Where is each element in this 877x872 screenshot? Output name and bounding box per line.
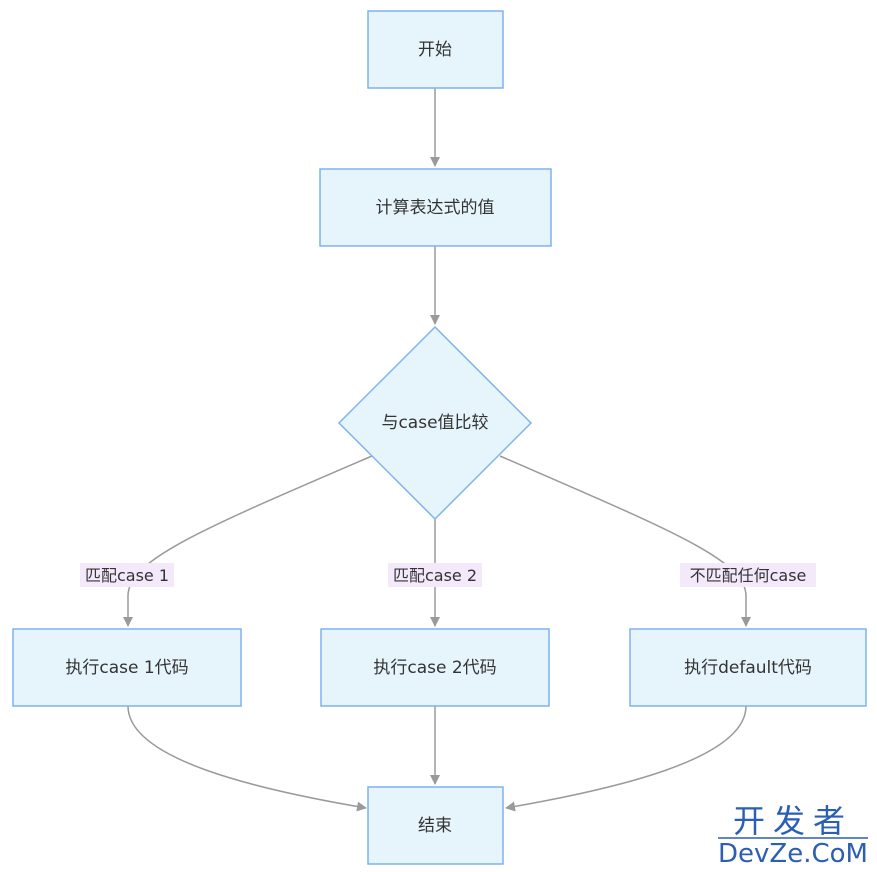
node-case2: 执行case 2代码 <box>320 628 550 707</box>
edge-compare-to-case1 <box>123 455 373 627</box>
node-end-label: 结束 <box>418 816 452 836</box>
edge-label-match-case1: 匹配case 1 <box>80 563 174 587</box>
node-evaluate-label: 计算表达式的值 <box>376 198 495 218</box>
node-compare-decision: 与case值比较 <box>337 325 533 521</box>
node-case1: 执行case 1代码 <box>12 628 242 707</box>
watermark-cn-text: 开发者 <box>733 802 853 840</box>
node-case1-label: 执行case 1代码 <box>65 658 188 678</box>
edge-label-match-case2-text: 匹配case 2 <box>393 566 477 585</box>
node-default-label: 执行default代码 <box>684 658 812 678</box>
node-default: 执行default代码 <box>629 628 867 707</box>
edge-label-match-case2: 匹配case 2 <box>388 563 482 587</box>
watermark-logo: 开发者 DevZe.CoM <box>718 802 868 869</box>
edge-label-no-match-text: 不匹配任何case <box>690 566 807 585</box>
node-case2-label: 执行case 2代码 <box>373 658 496 678</box>
watermark-en-text: DevZe.CoM <box>718 839 868 869</box>
edge-default-to-end <box>505 705 747 812</box>
node-compare-label: 与case值比较 <box>381 413 488 433</box>
node-end: 结束 <box>367 786 504 865</box>
node-start: 开始 <box>367 10 504 89</box>
edge-compare-to-default <box>499 455 751 627</box>
node-evaluate: 计算表达式的值 <box>319 168 552 247</box>
edge-label-match-case1-text: 匹配case 1 <box>85 566 169 585</box>
edge-label-no-match: 不匹配任何case <box>680 563 816 587</box>
node-start-label: 开始 <box>418 40 452 60</box>
edge-case1-to-end <box>127 705 367 812</box>
